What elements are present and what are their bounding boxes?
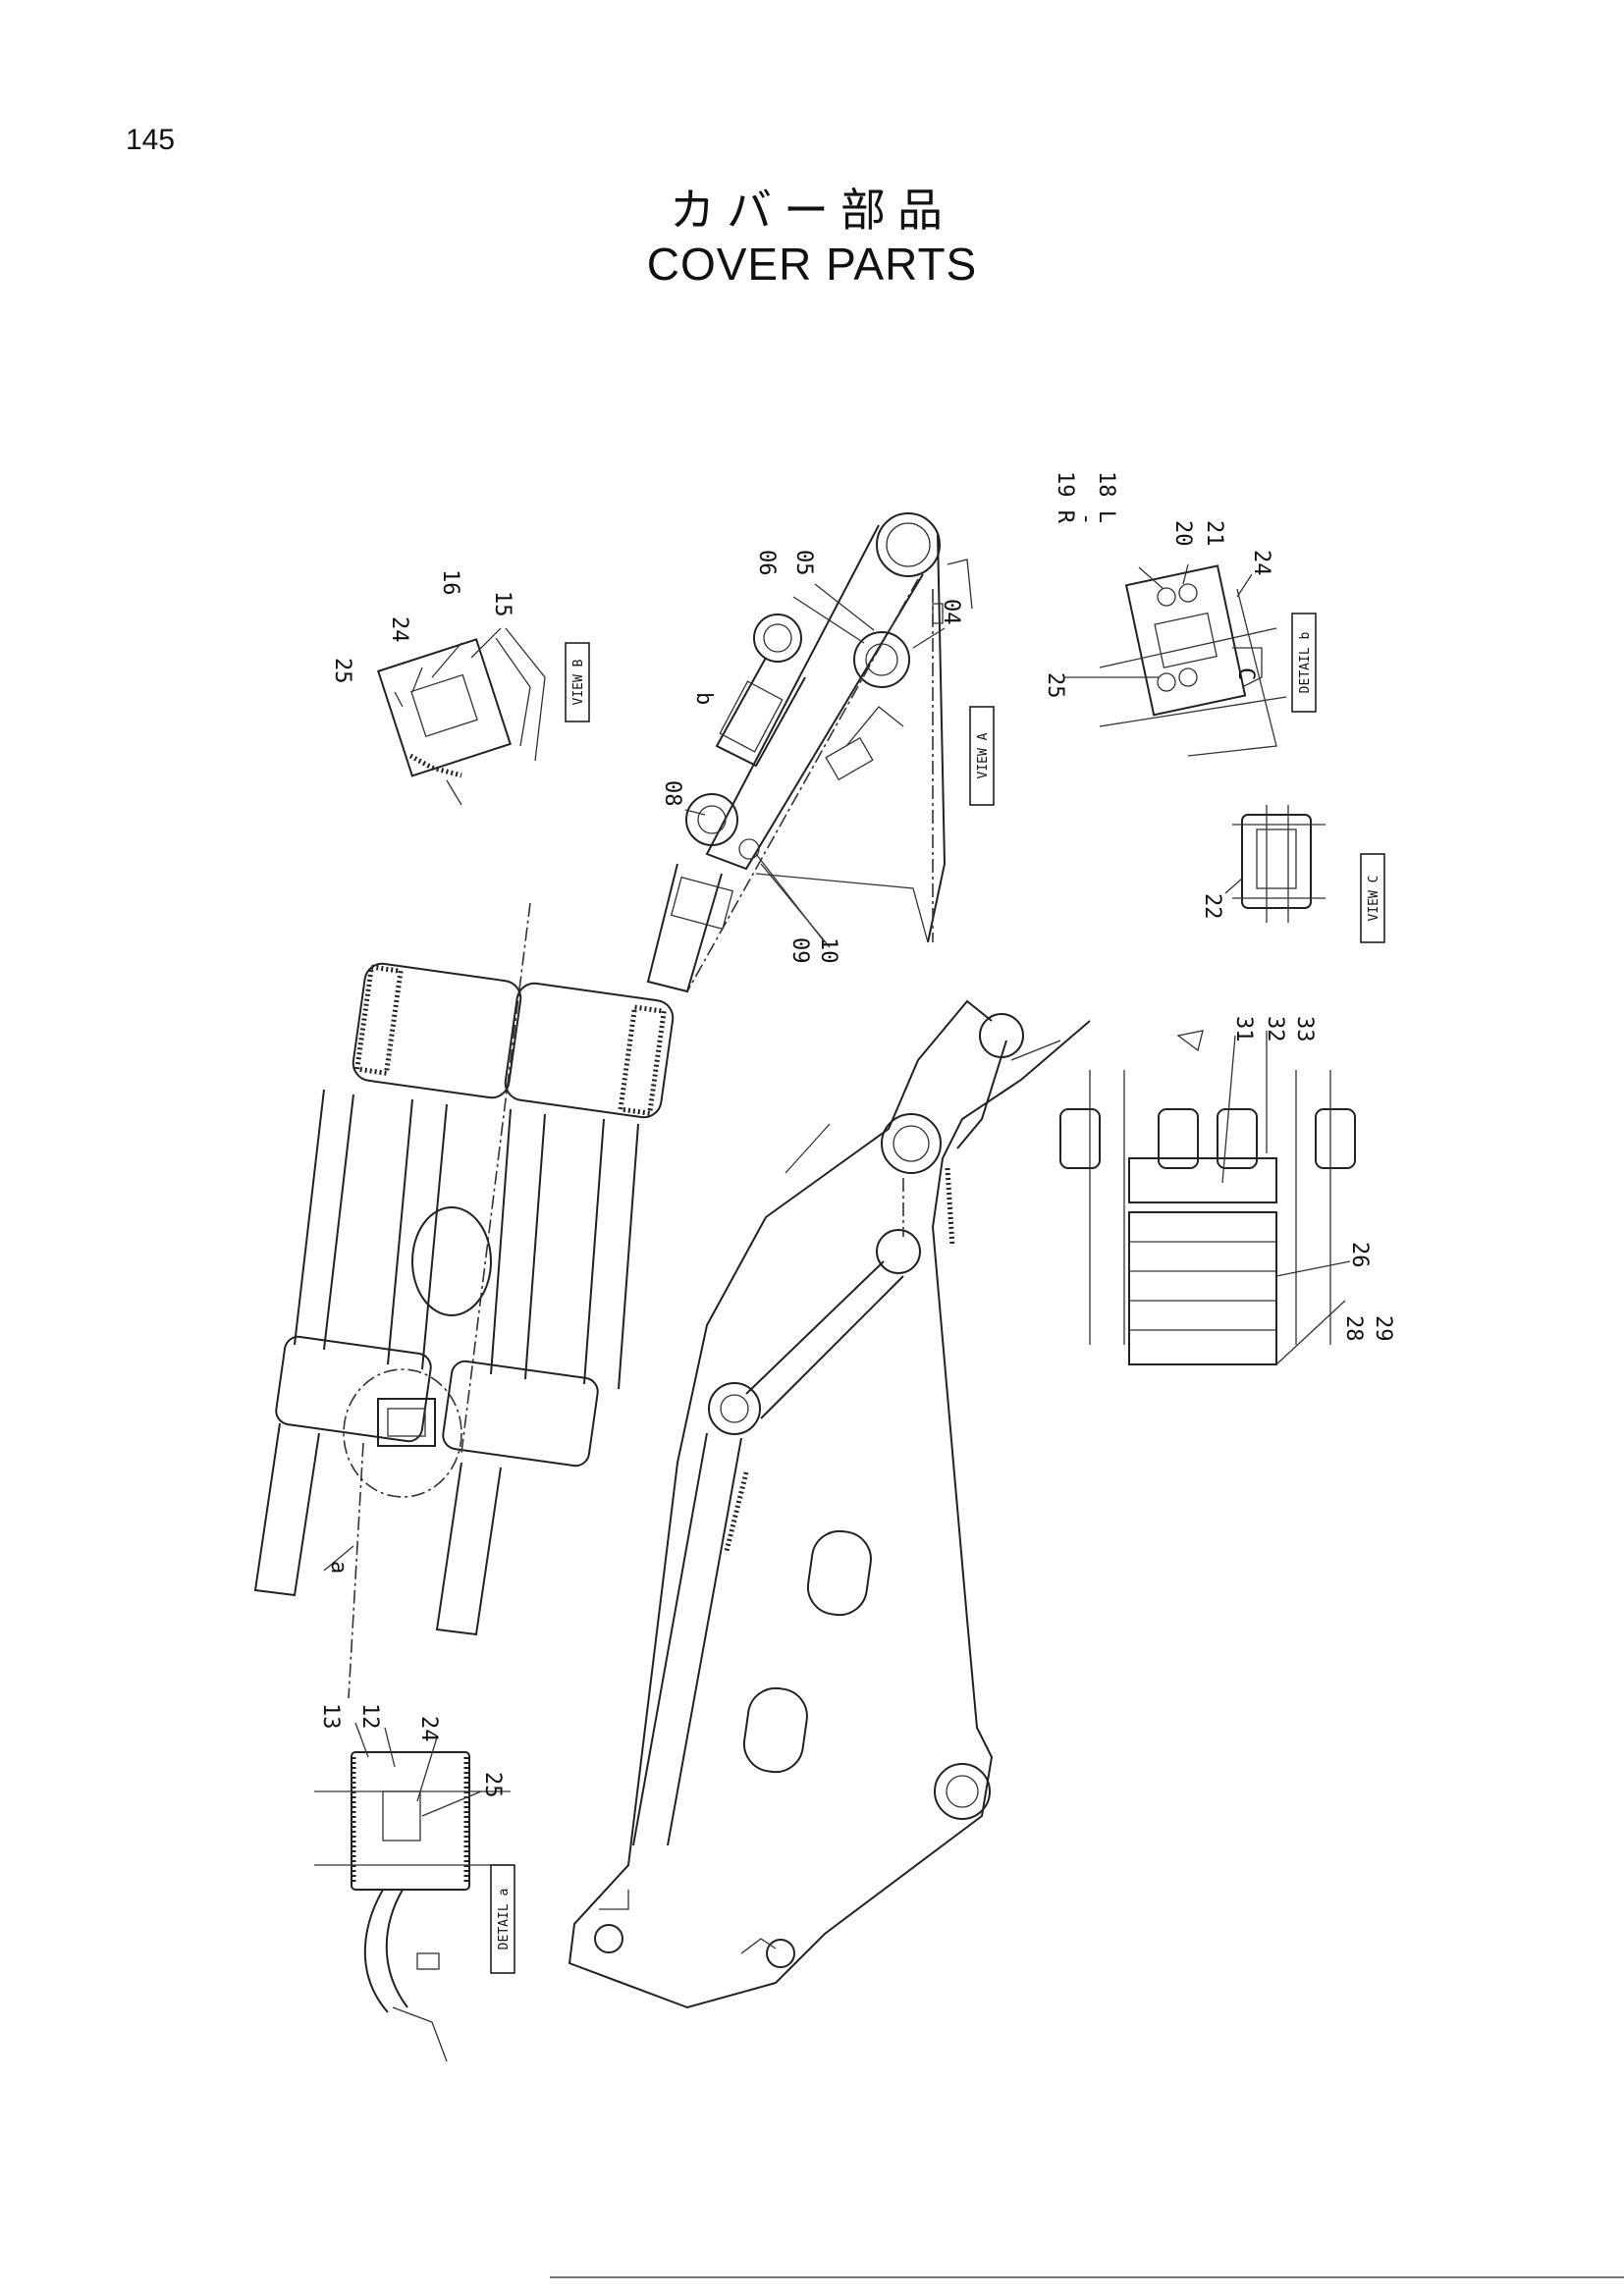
tag-detail-a-label: DETAIL a: [497, 1889, 512, 1950]
callout-29: 29: [1371, 1315, 1395, 1342]
callout-18l: 18 L: [1094, 471, 1118, 523]
callout-24-detail-b: 24: [1249, 550, 1273, 576]
callout-25-detail-b: 25: [1043, 672, 1067, 699]
leader-lines: [354, 563, 1351, 1817]
label-a-detail-marker: a: [326, 1561, 351, 1574]
callout-33: 33: [1292, 1016, 1317, 1042]
main-boom-frame: [568, 999, 1091, 2009]
callout-24-view-b: 24: [387, 616, 411, 643]
detail-a-cover: [314, 1751, 511, 2062]
tag-detail-a: DETAIL a: [490, 1864, 515, 1974]
callout-25-view-b: 25: [330, 658, 354, 684]
tag-view-a-label: VIEW A: [976, 732, 991, 778]
callout-22: 22: [1200, 893, 1224, 920]
tag-view-c: VIEW C: [1360, 853, 1385, 943]
callout-21: 21: [1202, 520, 1226, 547]
callout-16: 16: [438, 569, 462, 596]
callout-26: 26: [1347, 1242, 1372, 1268]
callout-13: 13: [318, 1703, 343, 1730]
callout-04: 04: [939, 599, 963, 625]
callout-05: 05: [791, 550, 816, 576]
callout-20: 20: [1170, 520, 1195, 547]
page-number: 145: [126, 124, 176, 156]
tag-view-b: VIEW B: [565, 642, 590, 722]
callout-06: 06: [754, 550, 779, 576]
callout-numbers: 04 05 06 08 09 10 15 16 24 25 19 R - 18 …: [318, 471, 1395, 1798]
label-c-view-marker: C: [1233, 667, 1258, 680]
callout-25-detail-a: 25: [480, 1772, 505, 1798]
tag-view-c-label: VIEW C: [1367, 876, 1381, 922]
callout-10: 10: [816, 937, 840, 964]
callout-15: 15: [490, 591, 514, 617]
cover-panel-assembly: [1059, 1030, 1356, 1365]
callout-dash: -: [1074, 512, 1099, 525]
view-c-part: [1232, 805, 1326, 923]
view-b-cover: [376, 627, 546, 806]
title-japanese: カバー部品: [670, 184, 954, 237]
tag-detail-b-label: DETAIL b: [1298, 632, 1313, 694]
callout-32: 32: [1263, 1016, 1287, 1042]
detail-b-cover: [1099, 564, 1287, 757]
callout-08: 08: [660, 780, 684, 807]
tag-view-a: VIEW A: [969, 706, 995, 806]
callout-09: 09: [787, 937, 812, 964]
callout-12: 12: [357, 1703, 382, 1730]
tag-view-b-label: VIEW B: [571, 659, 586, 705]
callout-31: 31: [1231, 1016, 1256, 1042]
upper-arm-assembly: [646, 512, 973, 993]
cylinder-assembly: [253, 902, 675, 1699]
callout-19r: 19 R: [1053, 471, 1077, 524]
title-english: COVER PARTS: [646, 239, 978, 290]
label-b-detail-marker: b: [691, 692, 716, 705]
callout-24-detail-a: 24: [416, 1716, 441, 1742]
tag-detail-b: DETAIL b: [1291, 613, 1317, 713]
callout-28: 28: [1341, 1315, 1366, 1342]
